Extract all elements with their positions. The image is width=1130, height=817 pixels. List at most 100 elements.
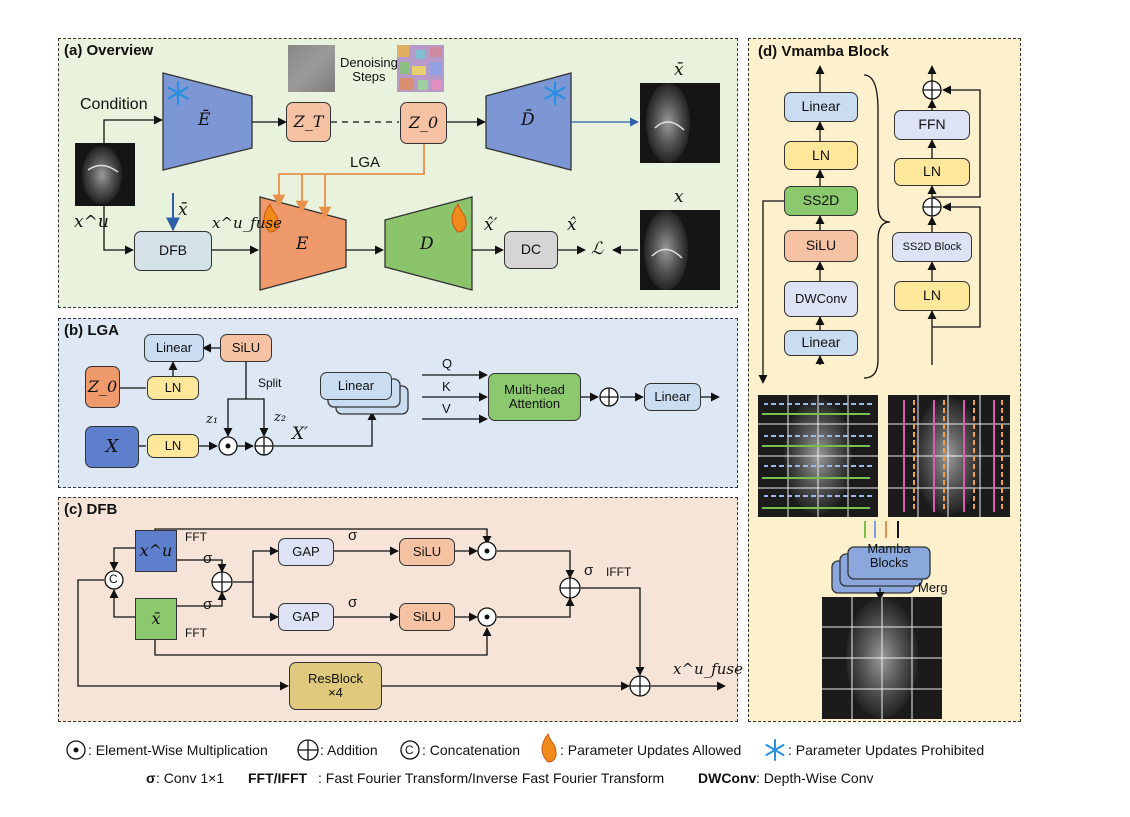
vm-right-label-3: LN [923, 287, 941, 304]
denoising-label: Denoising Steps [340, 55, 398, 84]
lga-linear-top: Linear [144, 334, 204, 362]
frozen-decoder-label: D̄ [521, 110, 535, 130]
zt-label: Z_T [293, 112, 324, 132]
silu-box-1: SiLU [399, 538, 455, 566]
vm-right-ln-top: LN [894, 158, 970, 186]
zt-box: Z_T [286, 102, 331, 142]
mamba-label: Mamba Blocks [867, 540, 911, 570]
vm-left-ln: LN [784, 141, 858, 170]
legend-fft-key: FFT/IFFT [248, 770, 308, 786]
legend-dw-desc: : Depth-Wise Conv [756, 770, 874, 786]
add-node [559, 577, 581, 599]
z0-label: Z_0 [408, 113, 439, 133]
sigma-label-5: σ [584, 562, 594, 579]
silu-box-2: SiLU [399, 603, 455, 631]
vm-left-label-5: Linear [801, 334, 841, 351]
resblock-label: ResBlock ×4 [308, 670, 363, 700]
legend-concat-sym: C [405, 743, 414, 757]
gap-label-1: GAP [292, 543, 320, 559]
split-label: Split [258, 376, 282, 390]
concat-legend-icon [400, 740, 420, 760]
gap-box-2: GAP [278, 603, 334, 631]
mamba-blocks-label-box: Mamba Blocks [848, 540, 930, 572]
snowflake-icon [167, 80, 189, 106]
fft-label-bottom: FFT [185, 626, 207, 640]
sigma-label-3: σ [348, 527, 358, 544]
legend-allowed: : Parameter Updates Allowed [560, 742, 742, 758]
flame-icon [451, 202, 467, 233]
add-node [922, 197, 942, 217]
lga-silu-label: SiLU [231, 339, 261, 355]
dfb-xfuse-label: x^u_fuse [673, 660, 743, 678]
merged-mri [822, 597, 942, 719]
noise-image-color [397, 45, 444, 92]
xhat-label: x̂ [567, 215, 577, 235]
merg-label: Merg [918, 580, 948, 595]
silu-label-2: SiLU [412, 608, 442, 624]
add-node [922, 80, 942, 100]
vm-left-silu: SiLU [784, 230, 858, 262]
legend-prohibited: : Parameter Updates Prohibited [788, 742, 985, 758]
xbar-guide-label: x̄ [178, 200, 188, 220]
z2-label: z₂ [274, 410, 287, 425]
legend-concat: : Concatenation [422, 742, 521, 758]
lga-silu: SiLU [220, 334, 272, 362]
frozen-encoder-label: Ē [198, 110, 211, 130]
scan-image-horizontal [758, 395, 878, 517]
lga-x-label: X [105, 436, 119, 458]
add-node [599, 387, 619, 407]
scan-image-vertical [888, 395, 1010, 517]
vm-left-linear-top: Linear [784, 92, 858, 122]
loss-label: ℒ [591, 239, 604, 259]
multiply-node [477, 541, 497, 561]
dfb-box: DFB [134, 231, 212, 271]
lga-ln1: LN [147, 376, 199, 400]
lga-ln2: LN [147, 434, 199, 458]
lga-linear-stack: Linear [320, 372, 392, 400]
vmamba-title: (d) Vmamba Block [758, 43, 889, 60]
vm-left-ss2d: SS2D [784, 186, 858, 216]
lga-ln2-label: LN [164, 437, 182, 453]
lga-linear-out-label: Linear [654, 388, 691, 404]
fft-label-top: FFT [185, 530, 207, 544]
snowflake-legend-icon [765, 739, 785, 761]
multiply-legend-icon [66, 740, 86, 760]
mha-box: Multi-head Attention [488, 373, 581, 421]
multiply-node [218, 436, 238, 456]
dfb-xbar-label: x̄ [151, 609, 161, 629]
dfb-label: DFB [159, 242, 187, 259]
add-node [254, 436, 274, 456]
recon-top-label: x̄ [674, 60, 684, 80]
mri-reconstruction-top [640, 83, 720, 163]
z0-box: Z_0 [400, 102, 447, 144]
vm-left-label-1: LN [812, 146, 830, 163]
concat-node [104, 570, 124, 590]
legend-dw-key: DWConv [698, 770, 757, 786]
add-legend-icon [297, 739, 319, 761]
mri-input [75, 143, 135, 206]
silu-label-1: SiLU [412, 543, 442, 559]
add-node [211, 571, 233, 593]
xu-label: x^u [74, 212, 109, 232]
dfb-xbar-box: x̄ [135, 598, 177, 640]
vm-right-label-1: LN [923, 163, 941, 180]
concat-symbol: C [109, 572, 118, 586]
dc-box: DC [504, 231, 558, 269]
dfb-title: (c) DFB [64, 501, 118, 518]
gap-label-2: GAP [292, 608, 320, 624]
lga-z0: Z_0 [85, 366, 120, 408]
decoder-label: D [420, 234, 434, 254]
lga-z0-label: Z_0 [87, 377, 118, 397]
vm-right-ffn: FFN [894, 110, 970, 140]
gt-label: x [674, 187, 684, 207]
z1-label: z₁ [206, 412, 219, 427]
gap-box-1: GAP [278, 538, 334, 566]
v-label: V [442, 401, 451, 416]
multiply-node [477, 607, 497, 627]
sigma-label-2: σ [203, 596, 213, 613]
noise-image-gray [288, 45, 335, 92]
vm-left-label-0: Linear [801, 98, 841, 115]
legend-mult: : Element-Wise Multiplication [88, 742, 268, 758]
legend-sigma-key: σ [146, 770, 156, 786]
